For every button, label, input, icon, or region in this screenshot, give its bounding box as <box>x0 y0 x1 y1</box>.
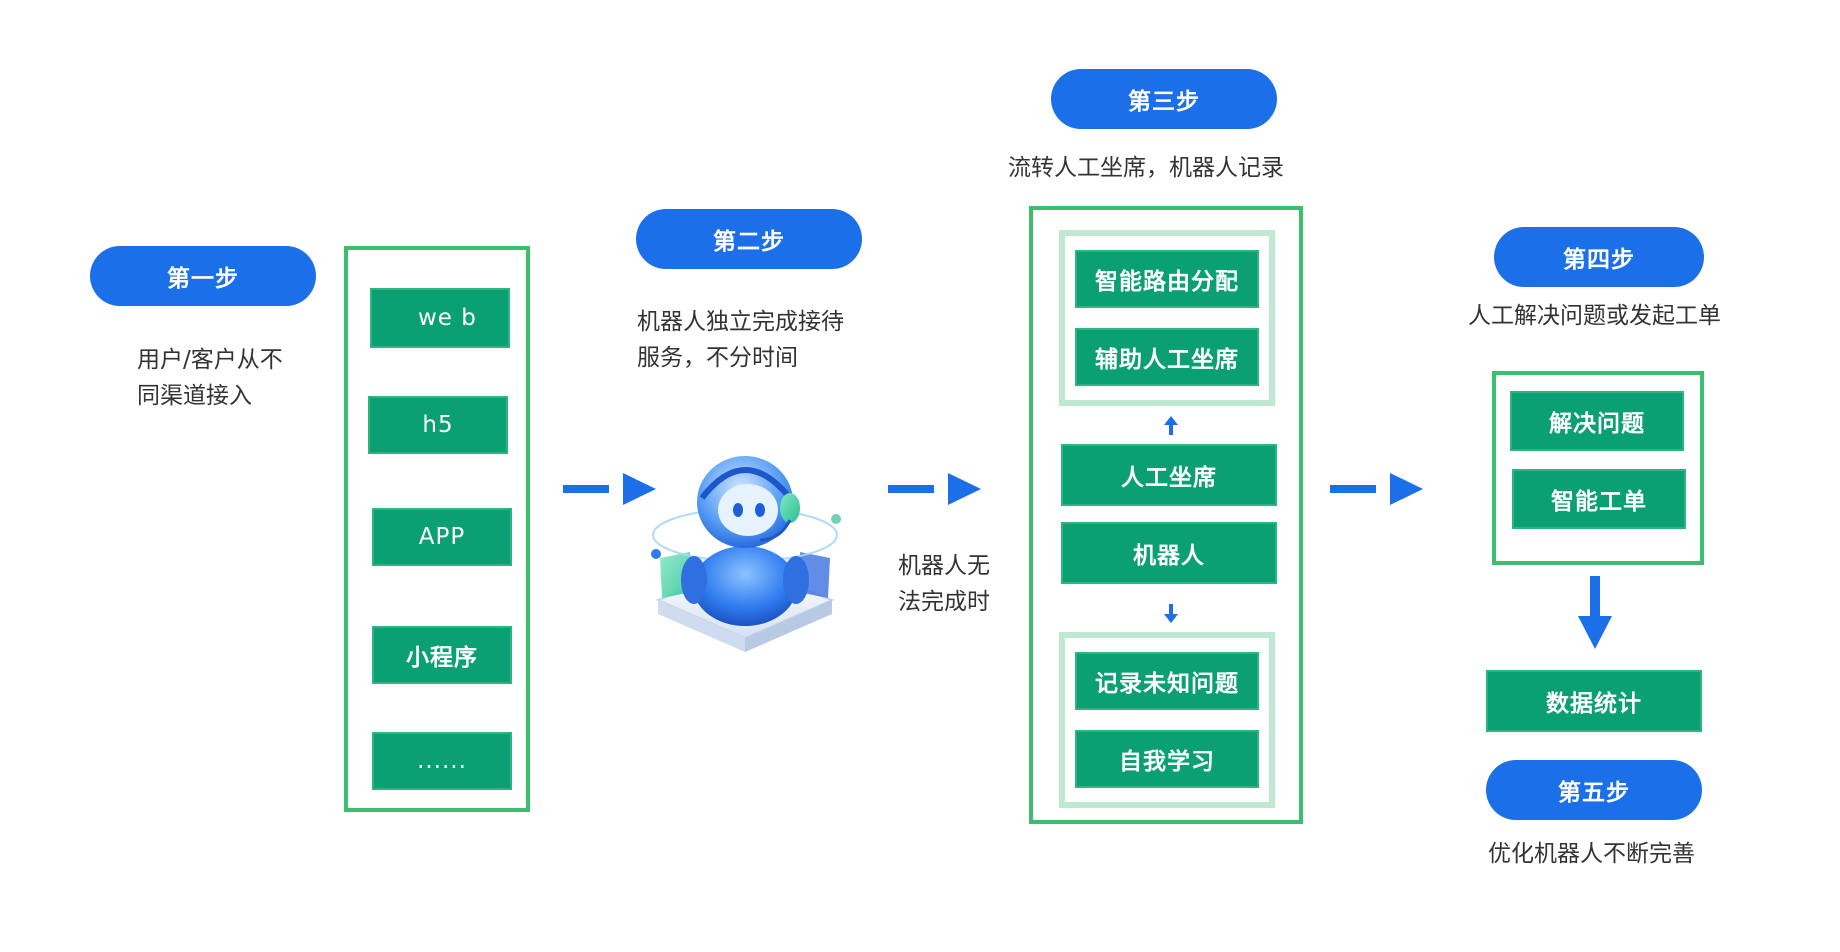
down-arrow-icon <box>1164 604 1178 623</box>
data-statistics-box: 数据统计 <box>1486 670 1702 732</box>
channel-miniprogram: 小程序 <box>372 626 512 684</box>
resolution-group: 解决问题 智能工单 <box>1510 391 1686 551</box>
right-arrow-icon <box>888 473 981 505</box>
step1-badge: 第一步 <box>90 246 316 306</box>
solve-problem-box: 解决问题 <box>1510 391 1684 451</box>
channel-more: ...... <box>372 732 512 790</box>
step3-description: 流转人工坐席，机器人记录 <box>1008 155 1284 181</box>
robot-box: 机器人 <box>1061 522 1277 584</box>
step2-badge: 第二步 <box>636 209 862 269</box>
routing-top-group: 智能路由分配 辅助人工坐席 <box>1059 230 1275 406</box>
step4-badge: 第四步 <box>1494 227 1704 287</box>
up-arrow-icon <box>1164 416 1178 435</box>
step4-description: 人工解决问题或发起工单 <box>1468 303 1721 329</box>
step3-badge: 第三步 <box>1051 69 1277 129</box>
channel-frame: we b h5 APP 小程序 ...... <box>344 246 530 812</box>
smart-routing-box: 智能路由分配 <box>1075 250 1259 308</box>
right-arrow-icon <box>563 473 656 505</box>
step5-badge: 第五步 <box>1486 760 1702 820</box>
channel-h5: h5 <box>368 396 508 454</box>
routing-frame: 智能路由分配 辅助人工坐席 人工坐席 机器人 记录未知问题 自我学习 <box>1029 206 1303 824</box>
resolution-frame: 解决问题 智能工单 <box>1492 371 1704 565</box>
assist-agent-box: 辅助人工坐席 <box>1075 328 1259 386</box>
step2-description: 机器人独立完成接待 服务，不分时间 <box>637 309 844 371</box>
transition-description: 机器人无 法完成时 <box>898 553 990 615</box>
step5-description: 优化机器人不断完善 <box>1488 841 1695 867</box>
routing-bottom-group: 记录未知问题 自我学习 <box>1059 632 1275 808</box>
step1-description: 用户/客户从不 同渠道接入 <box>137 347 283 409</box>
channel-app: APP <box>372 508 512 566</box>
self-learning-box: 自我学习 <box>1075 730 1259 788</box>
record-unknown-box: 记录未知问题 <box>1075 652 1259 710</box>
down-arrow-icon <box>1578 576 1612 649</box>
channel-web: we b <box>370 288 510 348</box>
robot-assistant-icon <box>651 456 841 652</box>
right-arrow-icon <box>1330 473 1423 505</box>
human-agent-box: 人工坐席 <box>1061 444 1277 506</box>
smart-ticket-box: 智能工单 <box>1512 469 1686 529</box>
